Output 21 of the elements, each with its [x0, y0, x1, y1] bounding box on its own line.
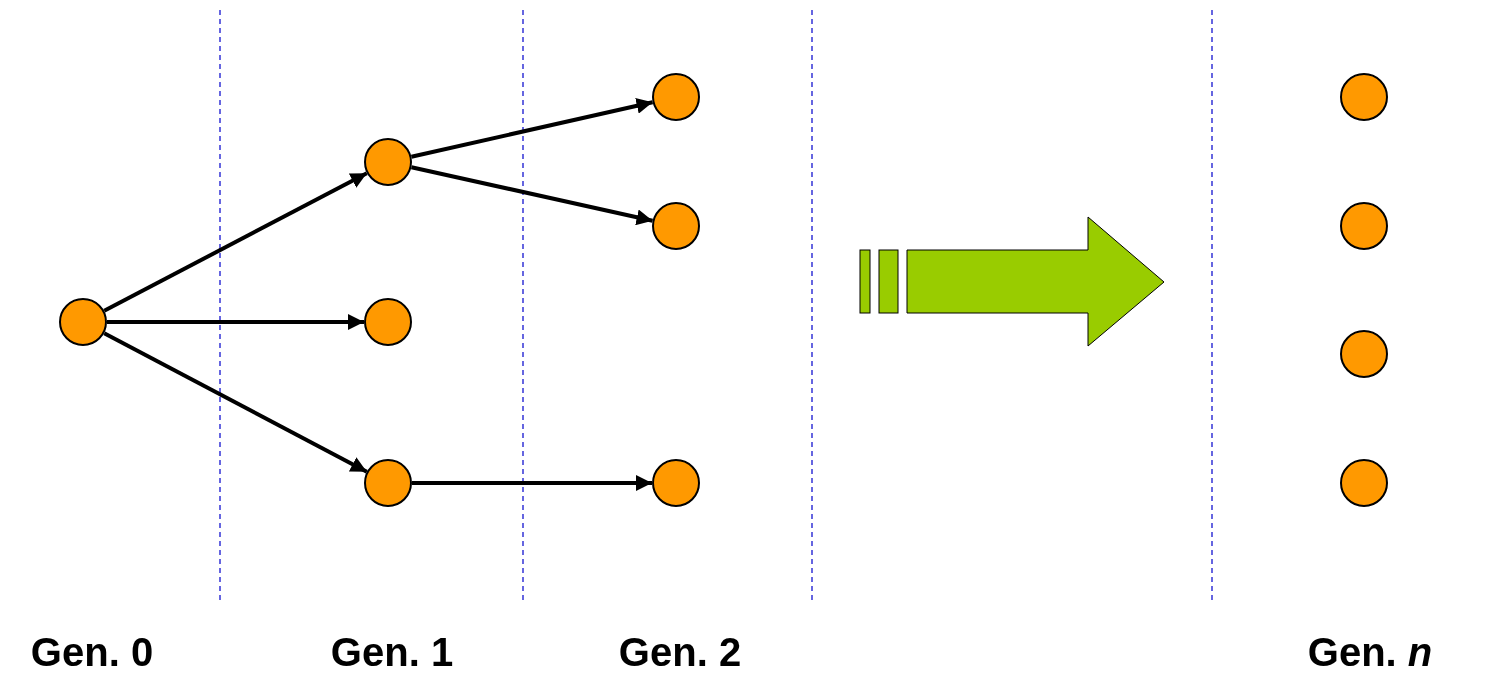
generation-label: Gen. 1: [330, 632, 454, 672]
node-circle: [1340, 330, 1388, 378]
arrow: [107, 314, 364, 330]
arrow: [411, 165, 653, 226]
arrow: [103, 331, 368, 474]
generation-label: Gen. 0: [30, 632, 154, 672]
node-circle: [364, 459, 412, 507]
generation-label: Gen. 2: [618, 632, 742, 672]
arrow: [412, 475, 652, 491]
node-circle: [59, 298, 107, 346]
node-circle: [364, 298, 412, 346]
node-circle: [1340, 202, 1388, 250]
node-circle: [652, 459, 700, 507]
arrow: [103, 171, 368, 313]
generation-label: Gen. n: [1307, 632, 1433, 672]
node-circle: [364, 138, 412, 186]
arrow: [410, 98, 654, 159]
node-circle: [1340, 73, 1388, 121]
node-circle: [652, 202, 700, 250]
node-circle: [1340, 459, 1388, 507]
node-circle: [652, 73, 700, 121]
